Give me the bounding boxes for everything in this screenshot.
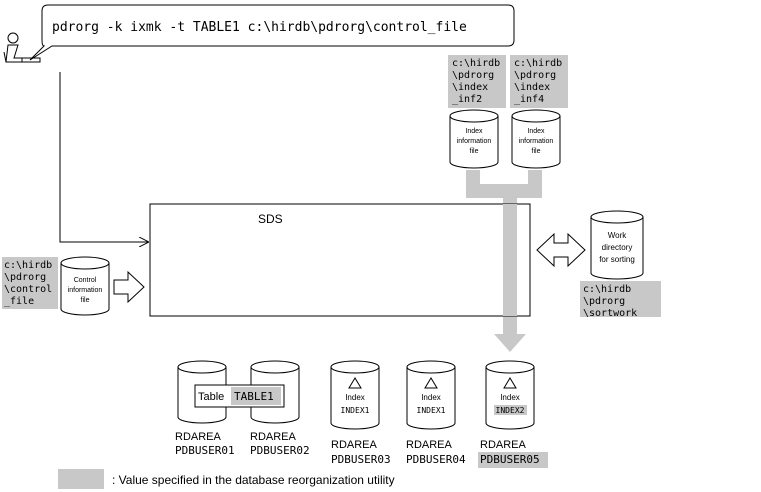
sds-box: SDS (149, 203, 531, 317)
index-info-file-cylinder: Index information file (449, 109, 499, 169)
operator-icon (3, 32, 41, 63)
index-triangle-icon (424, 377, 438, 389)
cylinder-label: file (532, 148, 541, 155)
command-to-sds-arrow (59, 72, 148, 242)
path-line: c:\hirdb (514, 58, 562, 69)
rdarea-label: RDAREA (406, 439, 453, 451)
cylinder-label: Work (608, 231, 628, 240)
path-line: _inf4 (514, 94, 544, 105)
pipe-segment (503, 204, 517, 316)
path-line: \index (452, 82, 488, 93)
path-line: _file (4, 296, 34, 307)
path-line: \pdrorg (514, 70, 556, 81)
index-name: INDEX1 (417, 406, 446, 415)
sds-workdir-arrow (536, 232, 586, 268)
cylinder-label: Index (465, 128, 483, 135)
rdarea-name: PDBUSER01 (175, 444, 235, 457)
path-line: \pdrorg (452, 70, 494, 81)
index-name: INDEX2 (496, 406, 525, 415)
legend-swatch (58, 469, 104, 489)
path-index-inf4: c:\hirdb \pdrorg \index _inf4 (510, 55, 568, 108)
sds-label: SDS (258, 212, 283, 226)
path-line: c:\hirdb (452, 58, 500, 69)
rdarea-label: RDAREA (480, 439, 527, 451)
index-name: INDEX1 (341, 406, 370, 415)
path-line: \pdrorg (4, 272, 46, 283)
cylinder-label: information (68, 287, 103, 294)
cylinder-label: for sorting (599, 255, 635, 264)
control-info-file-cylinder: Control information file (60, 256, 110, 316)
control-to-sds-arrow (113, 270, 145, 304)
path-sortwork: c:\hirdb \pdrorg \sortwork (580, 281, 661, 319)
path-line: \sortwork (583, 308, 637, 319)
index-triangle-icon (503, 377, 517, 389)
path-line: _inf2 (452, 94, 482, 105)
path-line: c:\hirdb (4, 260, 52, 271)
rdarea-label: RDAREA (175, 431, 222, 443)
path-line: \pdrorg (583, 296, 625, 307)
table-label-box: Table TABLE1 (194, 384, 285, 408)
command-bubble: pdrorg -k ixmk -t TABLE1 c:\hirdb\pdrorg… (29, 4, 515, 61)
cylinder-label: file (470, 148, 479, 155)
path-control-file: c:\hirdb \pdrorg \control _file (2, 257, 58, 309)
legend: : Value specified in the database reorga… (58, 469, 395, 489)
rdarea-cylinder-pdbuser03: Index INDEX1 (330, 360, 380, 430)
table-name: TABLE1 (234, 390, 274, 403)
cylinder-label: directory (602, 243, 633, 252)
index-label: Index (421, 393, 441, 402)
rdarea-name: PDBUSER03 (331, 453, 391, 466)
rdarea-label: RDAREA (250, 431, 297, 443)
cylinder-label: information (519, 138, 554, 145)
rdarea-label: RDAREA (331, 439, 378, 451)
rdarea-name: PDBUSER05 (480, 453, 540, 466)
rdarea-name: PDBUSER02 (250, 444, 310, 457)
rdarea-name: PDBUSER04 (406, 453, 466, 466)
cylinder-label: Control (74, 277, 97, 284)
index-info-file-cylinder: Index information file (511, 109, 561, 169)
rdarea-labels: RDAREA PDBUSER01 RDAREA PDBUSER02 RDAREA… (175, 431, 548, 468)
index-label: Index (345, 393, 365, 402)
work-directory-cylinder: Work directory for sorting (590, 210, 644, 280)
legend-text: : Value specified in the database reorga… (112, 473, 395, 487)
index-label: Index (500, 393, 520, 402)
table-prefix: Table (198, 391, 224, 403)
cylinder-label: file (81, 297, 90, 304)
command-text: pdrorg -k ixmk -t TABLE1 c:\hirdb\pdrorg… (52, 20, 467, 35)
rdarea-cylinder-pdbuser04: Index INDEX1 (406, 360, 456, 430)
path-index-inf2: c:\hirdb \pdrorg \index _inf2 (448, 55, 506, 108)
cylinder-label: information (457, 138, 492, 145)
path-line: \control (4, 284, 52, 295)
index-triangle-icon (348, 377, 362, 389)
path-line: c:\hirdb (583, 284, 631, 295)
path-line: \index (514, 82, 550, 93)
cylinder-label: Index (527, 128, 545, 135)
rdarea-cylinder-pdbuser05: Index INDEX2 (485, 360, 535, 430)
